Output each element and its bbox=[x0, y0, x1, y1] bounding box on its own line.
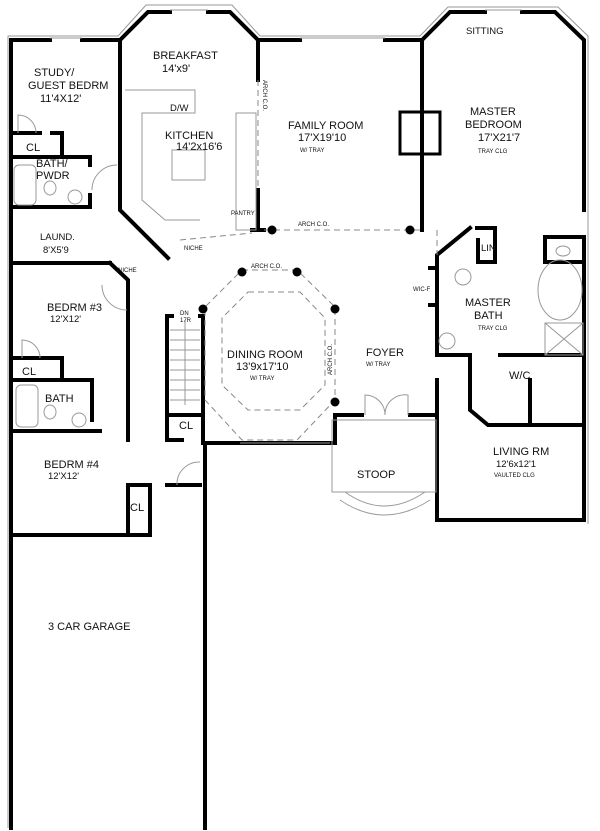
kitchen-size: 14'2x16'6 bbox=[176, 141, 222, 153]
master-bath-label: MASTER bbox=[465, 297, 511, 309]
study-label: STUDY/ bbox=[34, 67, 75, 79]
dining-room-size: 13'9x17'10 bbox=[236, 361, 289, 373]
stoop-slab bbox=[331, 419, 437, 493]
bedroom3-label: BEDRM #3 bbox=[47, 302, 102, 314]
master-bath-note: TRAY CLG bbox=[478, 326, 508, 332]
column bbox=[405, 225, 415, 235]
study-size: 11'4X12' bbox=[40, 93, 81, 105]
laundry-label: LAUND. bbox=[40, 232, 75, 243]
living-room-note: VAULTED CLG bbox=[494, 473, 535, 479]
fixtures bbox=[13, 89, 584, 516]
foyer-note: W/ TRAY bbox=[366, 362, 390, 368]
dining-room-label: DINING ROOM bbox=[227, 349, 303, 361]
linen-label: LIN bbox=[481, 243, 496, 254]
stoop-label: STOOP bbox=[357, 469, 395, 481]
wic-f-label: WIC-F bbox=[413, 287, 431, 293]
kitchen-island bbox=[171, 149, 206, 181]
bedroom3-closet-label: CL bbox=[22, 366, 36, 378]
column bbox=[330, 397, 340, 407]
column bbox=[198, 304, 208, 314]
arch-family-left-label: ARCH C.O. bbox=[261, 80, 267, 111]
master-bedroom-note: TRAY CLG bbox=[478, 149, 508, 155]
windows bbox=[50, 9, 522, 444]
kitchen-label: KITCHEN bbox=[165, 130, 213, 142]
pantry-label: PANTRY bbox=[231, 211, 255, 217]
breakfast-label: BREAKFAST bbox=[153, 50, 218, 62]
bath-pwdr-label-2: PWDR bbox=[36, 170, 70, 182]
hall-closet-label: CL bbox=[179, 420, 193, 432]
master-tub bbox=[537, 259, 583, 321]
master-bedroom-label-2: BEDROOM bbox=[465, 119, 522, 131]
stair-down-label: DN bbox=[180, 311, 189, 317]
family-room-note: W/ TRAY bbox=[300, 148, 324, 154]
columns bbox=[198, 225, 415, 407]
column bbox=[292, 267, 302, 277]
wc-label: W/C bbox=[509, 370, 530, 382]
family-room-size: 17'X19'10 bbox=[298, 132, 346, 144]
exterior-outline bbox=[7, 4, 589, 828]
master-bedroom-label: MASTER bbox=[470, 106, 516, 118]
stair-risers-label: 17R bbox=[180, 318, 192, 324]
master-bedroom-size: 17'X21'7 bbox=[478, 132, 520, 144]
garage-label: 3 CAR GARAGE bbox=[48, 621, 131, 633]
laundry-size: 8'X5'9 bbox=[43, 245, 69, 256]
staircase bbox=[170, 320, 200, 405]
bathtub bbox=[13, 164, 37, 206]
niche-kitchen-label: NICHE bbox=[184, 246, 203, 252]
arch-dining-top-label: ARCH C.O. bbox=[251, 264, 282, 270]
annotations: ARCH C.O. ARCH C.O. ARCH C.O. ARCH C.O. … bbox=[118, 80, 431, 375]
sitting-label: SITTING bbox=[466, 26, 503, 37]
bedroom3-size: 12'X12' bbox=[50, 314, 81, 325]
arch-family-label: ARCH C.O. bbox=[298, 222, 329, 228]
arch-openings bbox=[179, 80, 438, 441]
bedroom4-label: BEDRM #4 bbox=[44, 459, 99, 471]
column bbox=[237, 267, 247, 277]
bedroom4-size: 12'X12' bbox=[48, 471, 79, 482]
niche-bedroom-label: NICHE bbox=[118, 268, 137, 274]
living-room-size: 12'6x12'1 bbox=[496, 459, 536, 470]
bath-label: BATH bbox=[45, 393, 74, 405]
bath-pwdr-label: BATH/ bbox=[36, 158, 69, 170]
breakfast-size: 14'x9' bbox=[162, 63, 190, 75]
column bbox=[330, 304, 340, 314]
study-closet-label: CL bbox=[26, 142, 40, 154]
study-label-2: GUEST BEDRM bbox=[28, 80, 108, 92]
dishwasher-label: D/W bbox=[170, 103, 189, 114]
arch-dining-right-label: ARCH C.O. bbox=[328, 344, 334, 375]
room-labels: BREAKFAST 14'x9' STUDY/ GUEST BEDRM 11'4… bbox=[22, 26, 549, 633]
foyer-label: FOYER bbox=[366, 347, 404, 359]
bathtub bbox=[15, 384, 39, 428]
dining-room-note: W/ TRAY bbox=[250, 376, 274, 382]
bedroom4-closet-label: CL bbox=[130, 502, 144, 514]
column bbox=[267, 225, 277, 235]
master-bath-label-2: BATH bbox=[474, 310, 503, 322]
family-room-label: FAMILY ROOM bbox=[288, 120, 363, 132]
living-room-label: LIVING RM bbox=[493, 446, 549, 458]
